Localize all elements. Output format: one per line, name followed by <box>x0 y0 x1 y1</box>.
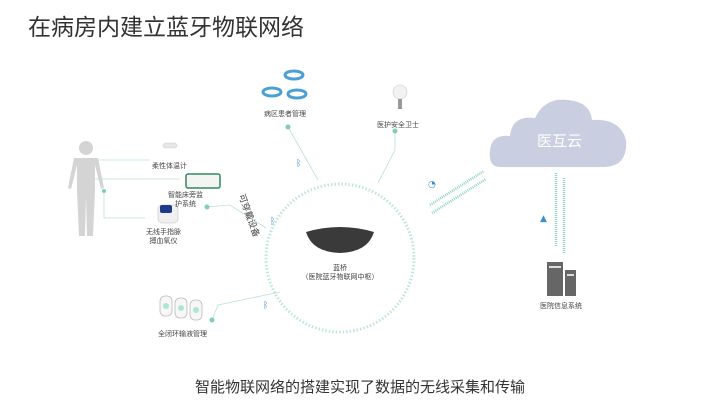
label-line: 护系统 <box>175 200 196 208</box>
signal-icon: ▲ <box>540 214 547 224</box>
wifi-icon: ◔ <box>428 180 436 190</box>
cloud-label: 医互云 <box>537 132 583 150</box>
oximeter-label: 无线手指脉 搏血氧仪 <box>146 228 181 246</box>
bluetooth-icon: ᛒ <box>263 300 268 311</box>
data-stream <box>429 169 566 253</box>
thermometer-icon <box>162 142 178 149</box>
bluetooth-icon: ᛒ <box>296 158 301 169</box>
human-silhouette-icon <box>68 141 104 236</box>
connection-lines <box>92 126 396 321</box>
hub-name: 蓝桥 <box>333 264 347 272</box>
thermometer-label: 柔性体温计 <box>152 162 187 170</box>
staff-safety-label: 医护安全卫士 <box>377 121 419 129</box>
bedside-monitor-icon <box>185 173 221 189</box>
his-label: 医院信息系统 <box>540 302 582 310</box>
label-line: 智能床旁监 <box>168 191 203 199</box>
label-line: 搏血氧仪 <box>149 237 178 245</box>
wristband-icon <box>261 69 308 100</box>
bluetooth-icon: ᛒ <box>270 216 275 227</box>
infusion-label: 全闭环输液管理 <box>158 330 207 338</box>
slide-title: 在病房内建立蓝牙物联网络 <box>28 15 304 41</box>
staff-badge-icon <box>392 84 408 109</box>
bedside-monitor-label: 智能床旁监 护系统 <box>168 191 203 209</box>
slide-caption: 智能物联网络的搭建实现了数据的无线采集和传输 <box>194 378 525 396</box>
hub-device-icon <box>306 227 374 253</box>
label-line: 无线手指脉 <box>146 228 181 236</box>
cloud-shape <box>489 99 627 167</box>
server-icon <box>547 262 576 296</box>
infusion-device-icon <box>159 295 203 321</box>
ward-patient-label: 病区患者管理 <box>264 110 306 118</box>
hub-range-circle <box>264 182 416 334</box>
oximeter-icon <box>157 204 179 224</box>
hub-subtitle: （医院蓝牙物联网中枢） <box>301 273 379 281</box>
hub-label: 蓝桥 （医院蓝牙物联网中枢） <box>300 264 380 282</box>
connection-dots <box>90 124 398 323</box>
